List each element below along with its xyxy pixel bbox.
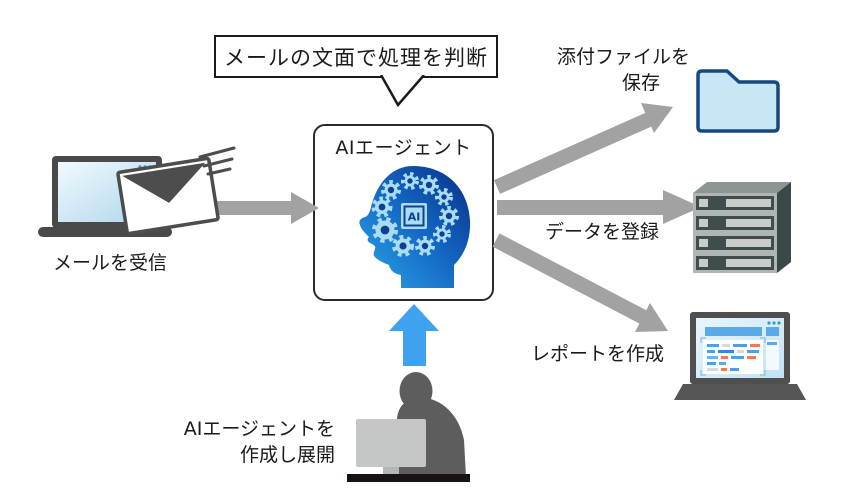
ai-chip-label: AI (408, 211, 421, 224)
callout-text: メールの文面で処理を判断 (224, 45, 488, 70)
ai-head-gears-icon: AI (359, 166, 471, 288)
label-deploy: AIエージェントを 作成し展開 (158, 416, 335, 468)
callout-box: メールの文面で処理を判断 (214, 35, 498, 78)
report-bracket-corners (700, 337, 766, 376)
label-save-attachment-line1: 添付ファイルを (556, 46, 690, 68)
label-save-attachment: 添付ファイルを 保存 (500, 44, 690, 96)
ai-chip-icon: AI (401, 203, 427, 229)
label-create-report: レポートを作成 (531, 343, 665, 365)
laptop-email-icon (38, 146, 236, 237)
arrow-deploy-up-icon (389, 304, 439, 366)
speed-lines-icon (198, 146, 236, 176)
label-deploy-line1: AIエージェントを (183, 418, 335, 440)
report-laptop-icon (674, 312, 806, 400)
label-receive-mail: メールを受信 (52, 252, 167, 274)
arrow-agent-to-folder-icon (493, 103, 673, 194)
ai-agent-box-title: AIエージェント (335, 137, 472, 159)
label-save-attachment-line2: 保存 (621, 72, 660, 94)
label-register-data: データを登録 (545, 221, 660, 243)
report-content-lines (707, 344, 760, 371)
callout-tail (380, 75, 425, 108)
folder-icon (696, 69, 780, 133)
arrow-agent-to-report-icon (492, 233, 668, 332)
server-rack-icon (693, 182, 791, 273)
arrow-mail-to-agent-icon (150, 192, 319, 224)
gear-icon (371, 172, 459, 257)
label-deploy-line2: 作成し展開 (239, 444, 335, 466)
person-at-computer-icon (347, 372, 470, 482)
arrow-agent-to-server-icon (497, 190, 701, 224)
envelope-icon (116, 156, 220, 236)
